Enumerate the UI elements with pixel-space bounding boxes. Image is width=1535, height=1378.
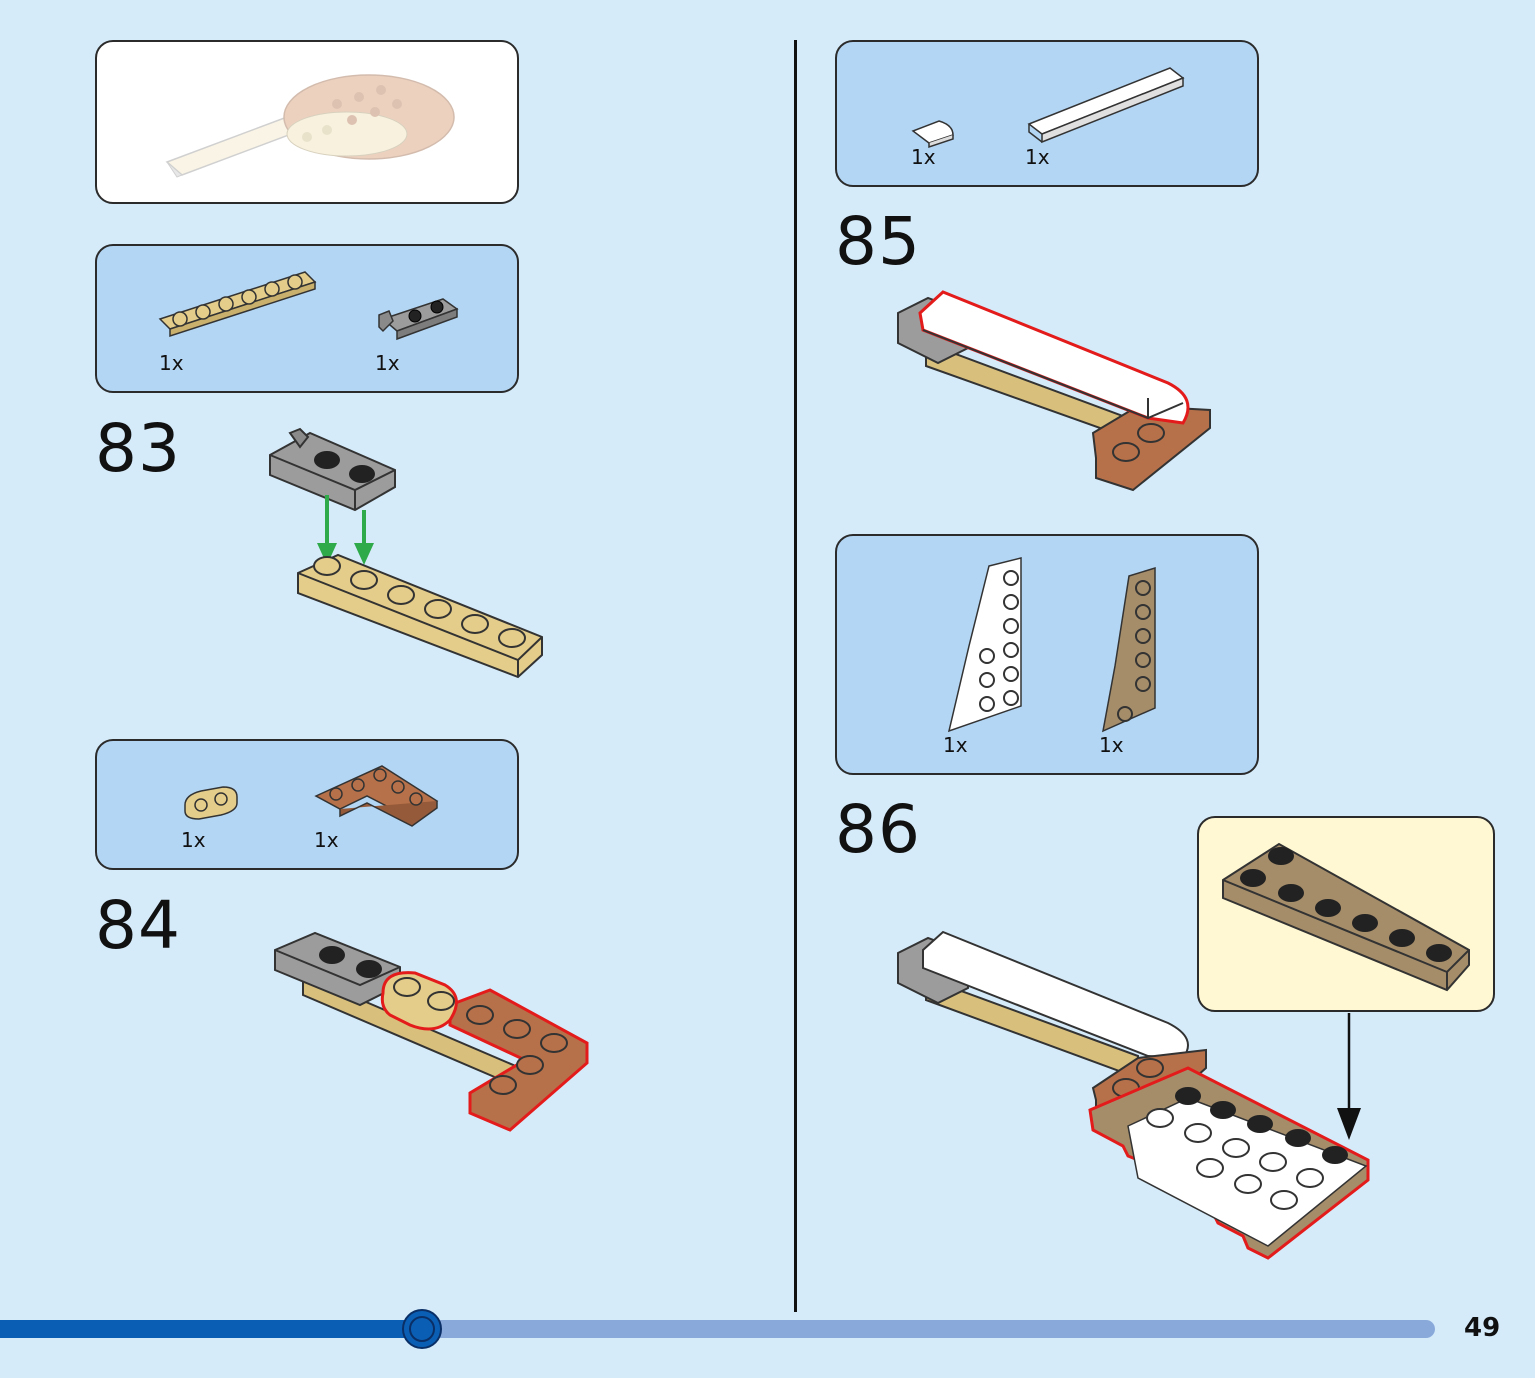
white-long-tile-icon [1027, 67, 1185, 144]
tan-round-plate-icon [184, 786, 238, 820]
qty-white-long-tile: 1x [1025, 145, 1050, 169]
step-number-86: 86 [835, 791, 921, 868]
dark-tan-wedge-plate-icon [1102, 566, 1156, 733]
white-wedge-plate-icon [947, 557, 1022, 733]
page-divider [794, 40, 797, 1312]
page-number: 49 [1464, 1313, 1501, 1343]
parts-box-86: 1x 1x [835, 534, 1259, 775]
step-number-85: 85 [835, 203, 921, 280]
qty-white-wedge-plate: 1x [943, 733, 968, 757]
overview-model-illustration [165, 74, 455, 178]
brown-corner-plate-icon [314, 765, 439, 827]
tan-plate-1x6-icon [158, 271, 317, 338]
qty-tan-round-plate: 1x [181, 828, 206, 852]
qty-brown-corner-plate: 1x [314, 828, 339, 852]
parts-box-84: 1x 1x [95, 739, 519, 870]
progress-bar [0, 1309, 1435, 1349]
step-84-illustration [274, 931, 589, 1132]
step-85-illustration [897, 290, 1211, 492]
step-number-84: 84 [95, 887, 181, 964]
dark-tan-wedge-callout-icon [1222, 842, 1470, 992]
progress-fill [0, 1320, 422, 1338]
progress-knob-ring [409, 1316, 435, 1342]
qty-white-quarter-tile: 1x [911, 145, 936, 169]
step-86-illustration [897, 930, 1370, 1260]
sub-assembly-callout [1197, 816, 1495, 1012]
parts-box-85: 1x 1x [835, 40, 1259, 187]
white-quarter-tile-icon [911, 120, 954, 149]
parts-box-83: 1x 1x [95, 244, 519, 393]
step-number-83: 83 [95, 410, 181, 487]
qty-grey-clip-plate: 1x [375, 351, 400, 375]
grey-clip-plate-icon [378, 298, 459, 341]
step-83-illustration [269, 427, 543, 679]
overview-box [95, 40, 519, 204]
qty-dark-tan-wedge-plate: 1x [1099, 733, 1124, 757]
progress-knob [402, 1309, 442, 1349]
qty-tan-plate: 1x [159, 351, 184, 375]
